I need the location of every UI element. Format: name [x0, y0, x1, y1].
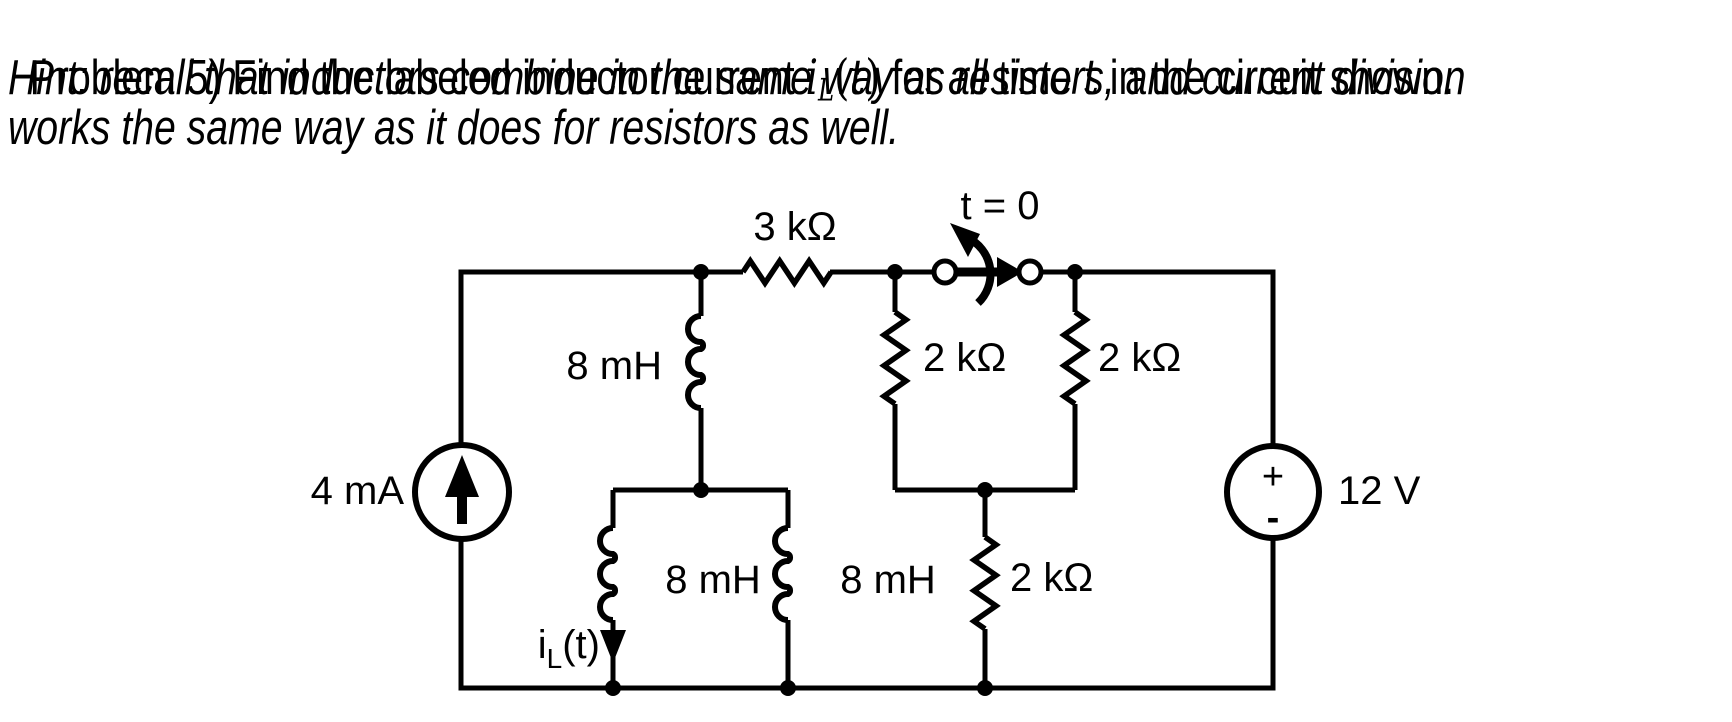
switch-contact-left: [931, 258, 959, 286]
inductor-8mh-top-label: 8 mH: [566, 344, 662, 388]
line1-mid1: for: [880, 51, 949, 105]
current-label-sub: L: [547, 643, 563, 674]
resistor-2k-right-zigzag: [1059, 309, 1091, 407]
math-t2: t: [1083, 49, 1099, 106]
current-label-i: i: [538, 623, 547, 667]
node-dot: [887, 264, 903, 280]
switch-arc-arrowhead-icon: [950, 223, 980, 257]
inductor-8mh-bottom-left: 8 mH: [597, 525, 761, 623]
current-source-label: 4 mA: [311, 469, 405, 513]
current-label: iL(t): [538, 623, 600, 674]
line1-all-italic: all: [948, 51, 988, 105]
math-t: t: [849, 49, 866, 106]
current-source-4ma: 4 mA: [311, 442, 512, 542]
inductor-8mh-top: 8 mH: [566, 313, 707, 411]
resistor-3k-top: 3 kΩ: [740, 205, 837, 288]
resistor-3k-zigzag: [740, 256, 834, 288]
resistor-2k-bottom: 2 kΩ: [969, 534, 1093, 632]
node-dot: [780, 680, 796, 696]
node-dot: [693, 482, 709, 498]
node-dot: [693, 264, 709, 280]
resistor-2k-left-label: 2 kΩ: [923, 336, 1006, 380]
inductor-8mh-bottom-left-coil: [597, 525, 619, 623]
current-label-paren: (t): [562, 623, 600, 667]
math-rparen: ): [865, 49, 881, 106]
inductor-8mh-bottom-right-coil: [772, 525, 794, 623]
resistor-2k-bottom-label: 2 kΩ: [1010, 556, 1093, 600]
node-dot: [1067, 264, 1083, 280]
node-dot: [977, 680, 993, 696]
node-dot: [977, 482, 993, 498]
inductor-8mh-bottom-right: 8 mH: [772, 525, 936, 623]
current-source-arrow-icon: [445, 455, 479, 497]
line1-pre: Problem 5) Find the labeled inductor cur…: [29, 51, 806, 105]
math-i: i: [805, 49, 819, 106]
current-source-arrow-stem: [457, 494, 467, 524]
inductor-current-annotation: iL(t): [538, 623, 626, 674]
voltage-source-plus-sign: +: [1262, 456, 1284, 498]
inductor-8mh-bottom-right-label: 8 mH: [840, 558, 936, 602]
voltage-source-12v: + - 12 V: [1224, 443, 1421, 541]
voltage-source-minus-sign: -: [1267, 497, 1280, 539]
resistor-2k-left-zigzag: [879, 309, 911, 407]
resistor-2k-bottom-zigzag: [969, 534, 1001, 632]
resistor-3k-label: 3 kΩ: [753, 205, 836, 249]
node-dot: [605, 680, 621, 696]
switch-contact-right: [1016, 258, 1044, 286]
switch-t0: t = 0: [931, 184, 1044, 306]
junction-dots: [605, 264, 1083, 696]
current-arrow-icon: [600, 630, 626, 663]
math-lparen: (: [834, 49, 850, 106]
switch-label: t = 0: [961, 184, 1040, 228]
voltage-source-label: 12 V: [1338, 469, 1421, 513]
math-i-subscript: L: [818, 73, 835, 109]
switch-blade-arrowhead-icon: [997, 257, 1023, 287]
voltage-source-circle: [1224, 443, 1322, 541]
inductor-8mh-bottom-left-label: 8 mH: [665, 558, 761, 602]
resistor-2k-parallel-left: 2 kΩ: [879, 309, 1006, 407]
switch-motion-arc: [966, 234, 995, 306]
line1-mid2: time: [987, 51, 1084, 105]
hint-line1: Hint: recall that inductors combine in t…: [8, 51, 1466, 105]
inductor-8mh-top-coil: [685, 313, 707, 411]
line1-post: in the circuit shown.: [1098, 51, 1455, 105]
resistor-2k-right-label: 2 kΩ: [1098, 336, 1181, 380]
problem-statement-line1: Problem 5) Find the labeled inductor cur…: [8, 3, 1454, 117]
hint-line2: works the same way as it does for resist…: [8, 101, 900, 155]
resistor-2k-parallel-right: 2 kΩ: [1059, 309, 1181, 407]
